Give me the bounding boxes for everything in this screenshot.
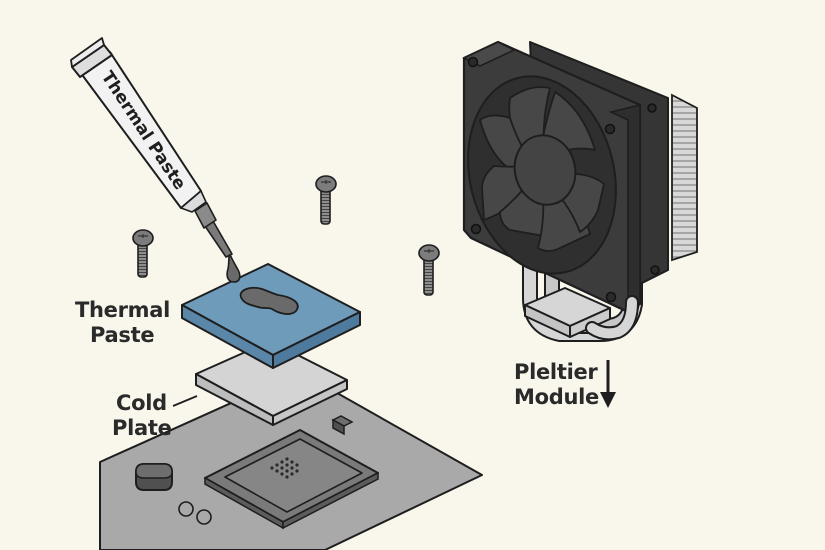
cpu-pin-grid (270, 457, 299, 479)
label-line: Module (514, 385, 599, 409)
label-line: Pleltier (514, 360, 598, 384)
screw (315, 175, 337, 225)
fan-mount-holes (467, 56, 660, 303)
board-component (135, 463, 173, 491)
screw (418, 244, 440, 296)
cpu-chip (204, 429, 379, 530)
board-connector (331, 415, 354, 436)
cold-plate (195, 340, 348, 426)
screw (132, 229, 154, 278)
label-line: Thermal (75, 298, 171, 322)
paste-blob (239, 286, 299, 315)
label-peltier-module: Pleltier Module (514, 360, 599, 410)
label-line: Plate (112, 416, 172, 440)
thermal-paste-pad (181, 263, 361, 369)
thermal-paste-tube: Thermal Paste (70, 37, 241, 283)
label-line: Cold (116, 391, 167, 415)
board-hole (196, 509, 212, 525)
fan-hub (513, 134, 577, 206)
label-thermal-paste: Thermal Paste (75, 298, 170, 348)
heatsink-fins (671, 93, 698, 262)
label-line: Paste (90, 323, 155, 347)
paste-drip (226, 251, 241, 283)
tube-label: Thermal Paste (97, 68, 190, 194)
down-arrow-icon (600, 360, 616, 408)
label-cold-plate: Cold Plate (112, 391, 172, 441)
fan-cooler (462, 40, 698, 342)
board-hole (178, 501, 194, 517)
cold-plate-leader-line (172, 395, 198, 407)
